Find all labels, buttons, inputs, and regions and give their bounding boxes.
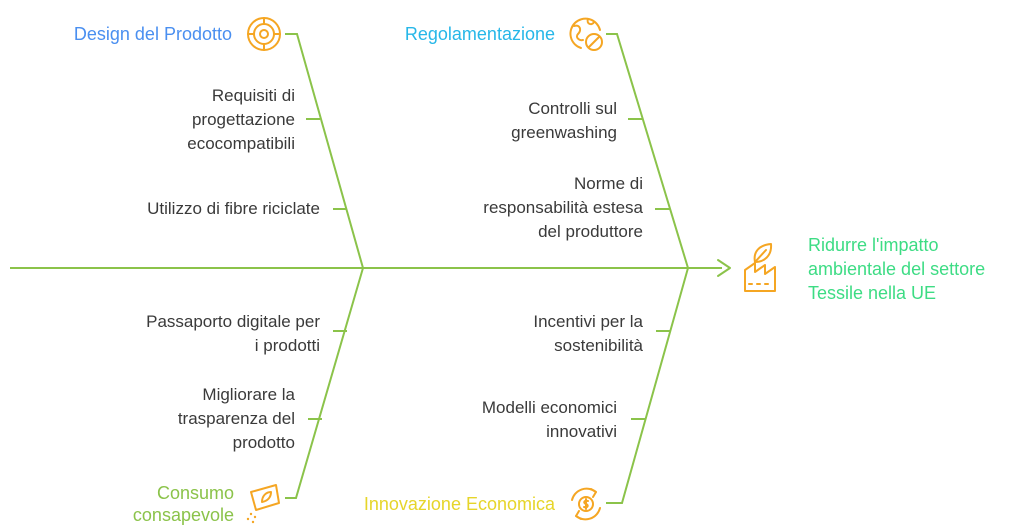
cause-design-fibre: Utilizzo di fibre riciclate [60, 197, 320, 221]
effect-label: Ridurre l'impatto ambientale del settore… [808, 233, 1013, 305]
effect-line: Ridurre l'impatto [808, 235, 939, 255]
cause-design-requisiti: Requisiti di progettazione ecocompatibil… [80, 84, 295, 156]
bone-consumo [285, 267, 364, 499]
target-icon [247, 17, 281, 51]
cause-line: Requisiti di [211, 86, 295, 105]
cause-line: Norme di [574, 174, 643, 193]
cause-line: Controlli sul [528, 99, 617, 118]
recycle-money-icon [571, 487, 601, 521]
cause-innov-modelli: Modelli economici innovativi [400, 396, 617, 444]
cause-line: Incentivi per la [533, 312, 643, 331]
effect-line: Tessile nella UE [808, 283, 937, 303]
factory-leaf-icon [744, 243, 776, 292]
category-title-design: Design del Prodotto [73, 24, 232, 44]
cause-line: progettazione [191, 110, 295, 129]
cause-line: i prodotti [254, 336, 320, 355]
cause-line: greenwashing [511, 123, 617, 142]
cause-consumo-trasparenza: Migliorare la trasparenza del prodotto [95, 383, 295, 455]
cause-line: trasparenza del [177, 409, 295, 428]
category-title-innovazione: Innovazione Economica [363, 494, 555, 514]
cause-line: innovativi [546, 422, 617, 441]
spine-arrowhead [717, 259, 731, 277]
cause-reg-greenwashing: Controlli sul greenwashing [420, 97, 617, 145]
cause-line: Migliorare la [202, 385, 295, 404]
category-title-consumo: Consumo consapevole [100, 482, 234, 526]
cause-line: prodotto [232, 433, 295, 452]
category-title-regolamentazione: Regolamentazione [404, 24, 555, 44]
cause-line: Passaporto digitale per [146, 312, 320, 331]
cause-consumo-passaporto: Passaporto digitale per i prodotti [60, 310, 320, 358]
cause-innov-incentivi: Incentivi per la sostenibilità [440, 310, 643, 358]
bone-innovazione [606, 267, 689, 504]
globe-ban-icon [569, 17, 603, 51]
cause-line: Modelli economici [481, 398, 617, 417]
effect-line: ambientale del settore [808, 259, 986, 279]
cause-line: sostenibilità [554, 336, 643, 355]
seed-packet-icon [246, 484, 280, 524]
category-title-consumo-line-2: consapevole [132, 505, 234, 525]
cause-line: responsabilità estesa [483, 198, 643, 217]
bone-design [285, 33, 364, 269]
cause-line: Utilizzo di fibre riciclate [147, 199, 320, 218]
cause-line: ecocompatibili [187, 134, 295, 153]
category-title-consumo-line-1: Consumo [156, 483, 234, 503]
cause-reg-norme: Norme di responsabilità estesa del produ… [400, 172, 643, 244]
bone-regolamentazione [606, 33, 689, 269]
cause-line: del produttore [538, 222, 643, 241]
